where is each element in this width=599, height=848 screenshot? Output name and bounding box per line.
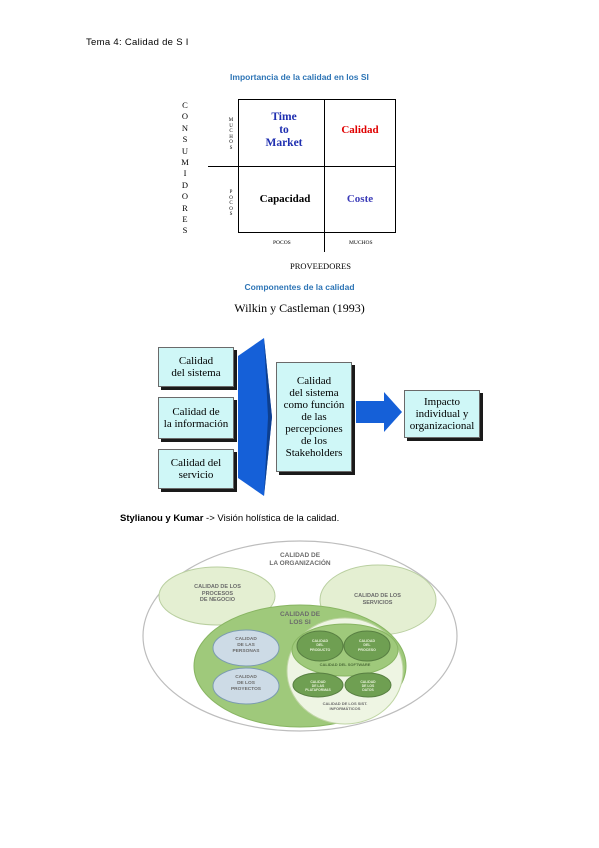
letter: O [181,111,189,122]
procesos-negocio-ellipse [158,566,276,626]
letter: O [229,206,233,212]
quadrant-horizontal-line [208,166,396,167]
holistic-quality-diagram [142,540,458,732]
cell-coste: Coste [346,193,374,205]
quadrant-vertical-line [324,99,325,252]
label-servicios: CALIDAD DE LOS SERVICIOS [354,593,401,606]
label-organizacion: CALIDAD DE LA ORGANIZACIÓN [269,552,331,567]
letter: O [181,191,189,202]
box-calidad-informacion: Calidad de la información [158,397,234,439]
letter: M [228,118,234,123]
letter: S [229,212,233,217]
letter: D [181,179,189,190]
personas-ellipse [212,629,280,667]
label-software: CALIDAD DEL SOFTWARE [319,662,371,667]
letter: N [181,122,189,133]
section2-caption: Componentes de la calidad [244,282,355,292]
label-plataformas: CALIDAD DE LAS PLATAFORMAS [305,680,331,693]
convergence-arrow-icon [238,338,272,496]
right-arrow-icon [356,392,402,432]
authors: Stylianou y Kumar [120,513,204,524]
letter: O [229,140,233,145]
cell-calidad: Calidad [341,124,379,136]
cell-capacidad: Capacidad [259,193,311,205]
letter: S [182,134,188,145]
letter: O [229,195,233,201]
letter: C [229,201,233,206]
box-impacto: Impacto individual y organizacional [404,390,480,438]
label-proyectos: CALIDAD DE LOS PROYECTOS [230,675,262,692]
letter: P [229,190,233,195]
box-calidad-percepciones: Calidad del sistema como función de las … [276,362,352,472]
section2-subtitle: Wilkin y Castleman (1993) [234,301,365,315]
page-header: Tema 4: Calidad de S I [86,37,189,48]
datos-ellipse [344,672,392,698]
pocos-horizontal-label: POCOS [273,240,291,246]
label-producto: CALIDAD DEL PRODUCTO [309,639,331,652]
letter: R [182,202,188,213]
proceso-ellipse [343,630,391,662]
box-calidad-sistema: Calidad del sistema [158,347,234,387]
letter: M [181,157,189,168]
letter: S [182,225,188,236]
letter: H [229,134,233,140]
letter: I [183,168,187,179]
letter: C [229,129,233,134]
label-proceso: CALIDAD DEL PROCESO [358,639,376,652]
label-sist-informaticos: CALIDAD DE LOS SIST. INFORMÁTICOS [322,701,368,711]
section1-caption: Importancia de la calidad en los SI [230,72,369,82]
cell-time-to-market: Time to Market [265,111,303,149]
plataformas-ellipse [292,672,344,698]
box-calidad-servicio: Calidad del servicio [158,449,234,489]
letter: C [182,100,188,110]
letter: E [182,214,188,225]
label-si: CALIDAD DE LOS SI [279,611,321,626]
muchos-horizontal-label: MUCHOS [349,240,373,246]
letter: U [229,123,233,129]
label-personas: CALIDAD DE LAS PERSONAS [232,637,260,654]
label-datos: CALIDAD DE LOS DATOS [360,680,376,693]
proyectos-ellipse [212,667,280,705]
section3-heading: Stylianou y Kumar -> Visión holística de… [120,513,339,524]
letter: S [229,145,233,151]
letter: U [181,145,189,156]
proveedores-label: PROVEEDORES [290,261,351,271]
label-procesos-negocio: CALIDAD DE LOS PROCESOS DE NEGOCIO [194,584,241,603]
producto-ellipse [296,630,344,662]
holistic-text: -> Visión holística de la calidad. [203,513,340,524]
